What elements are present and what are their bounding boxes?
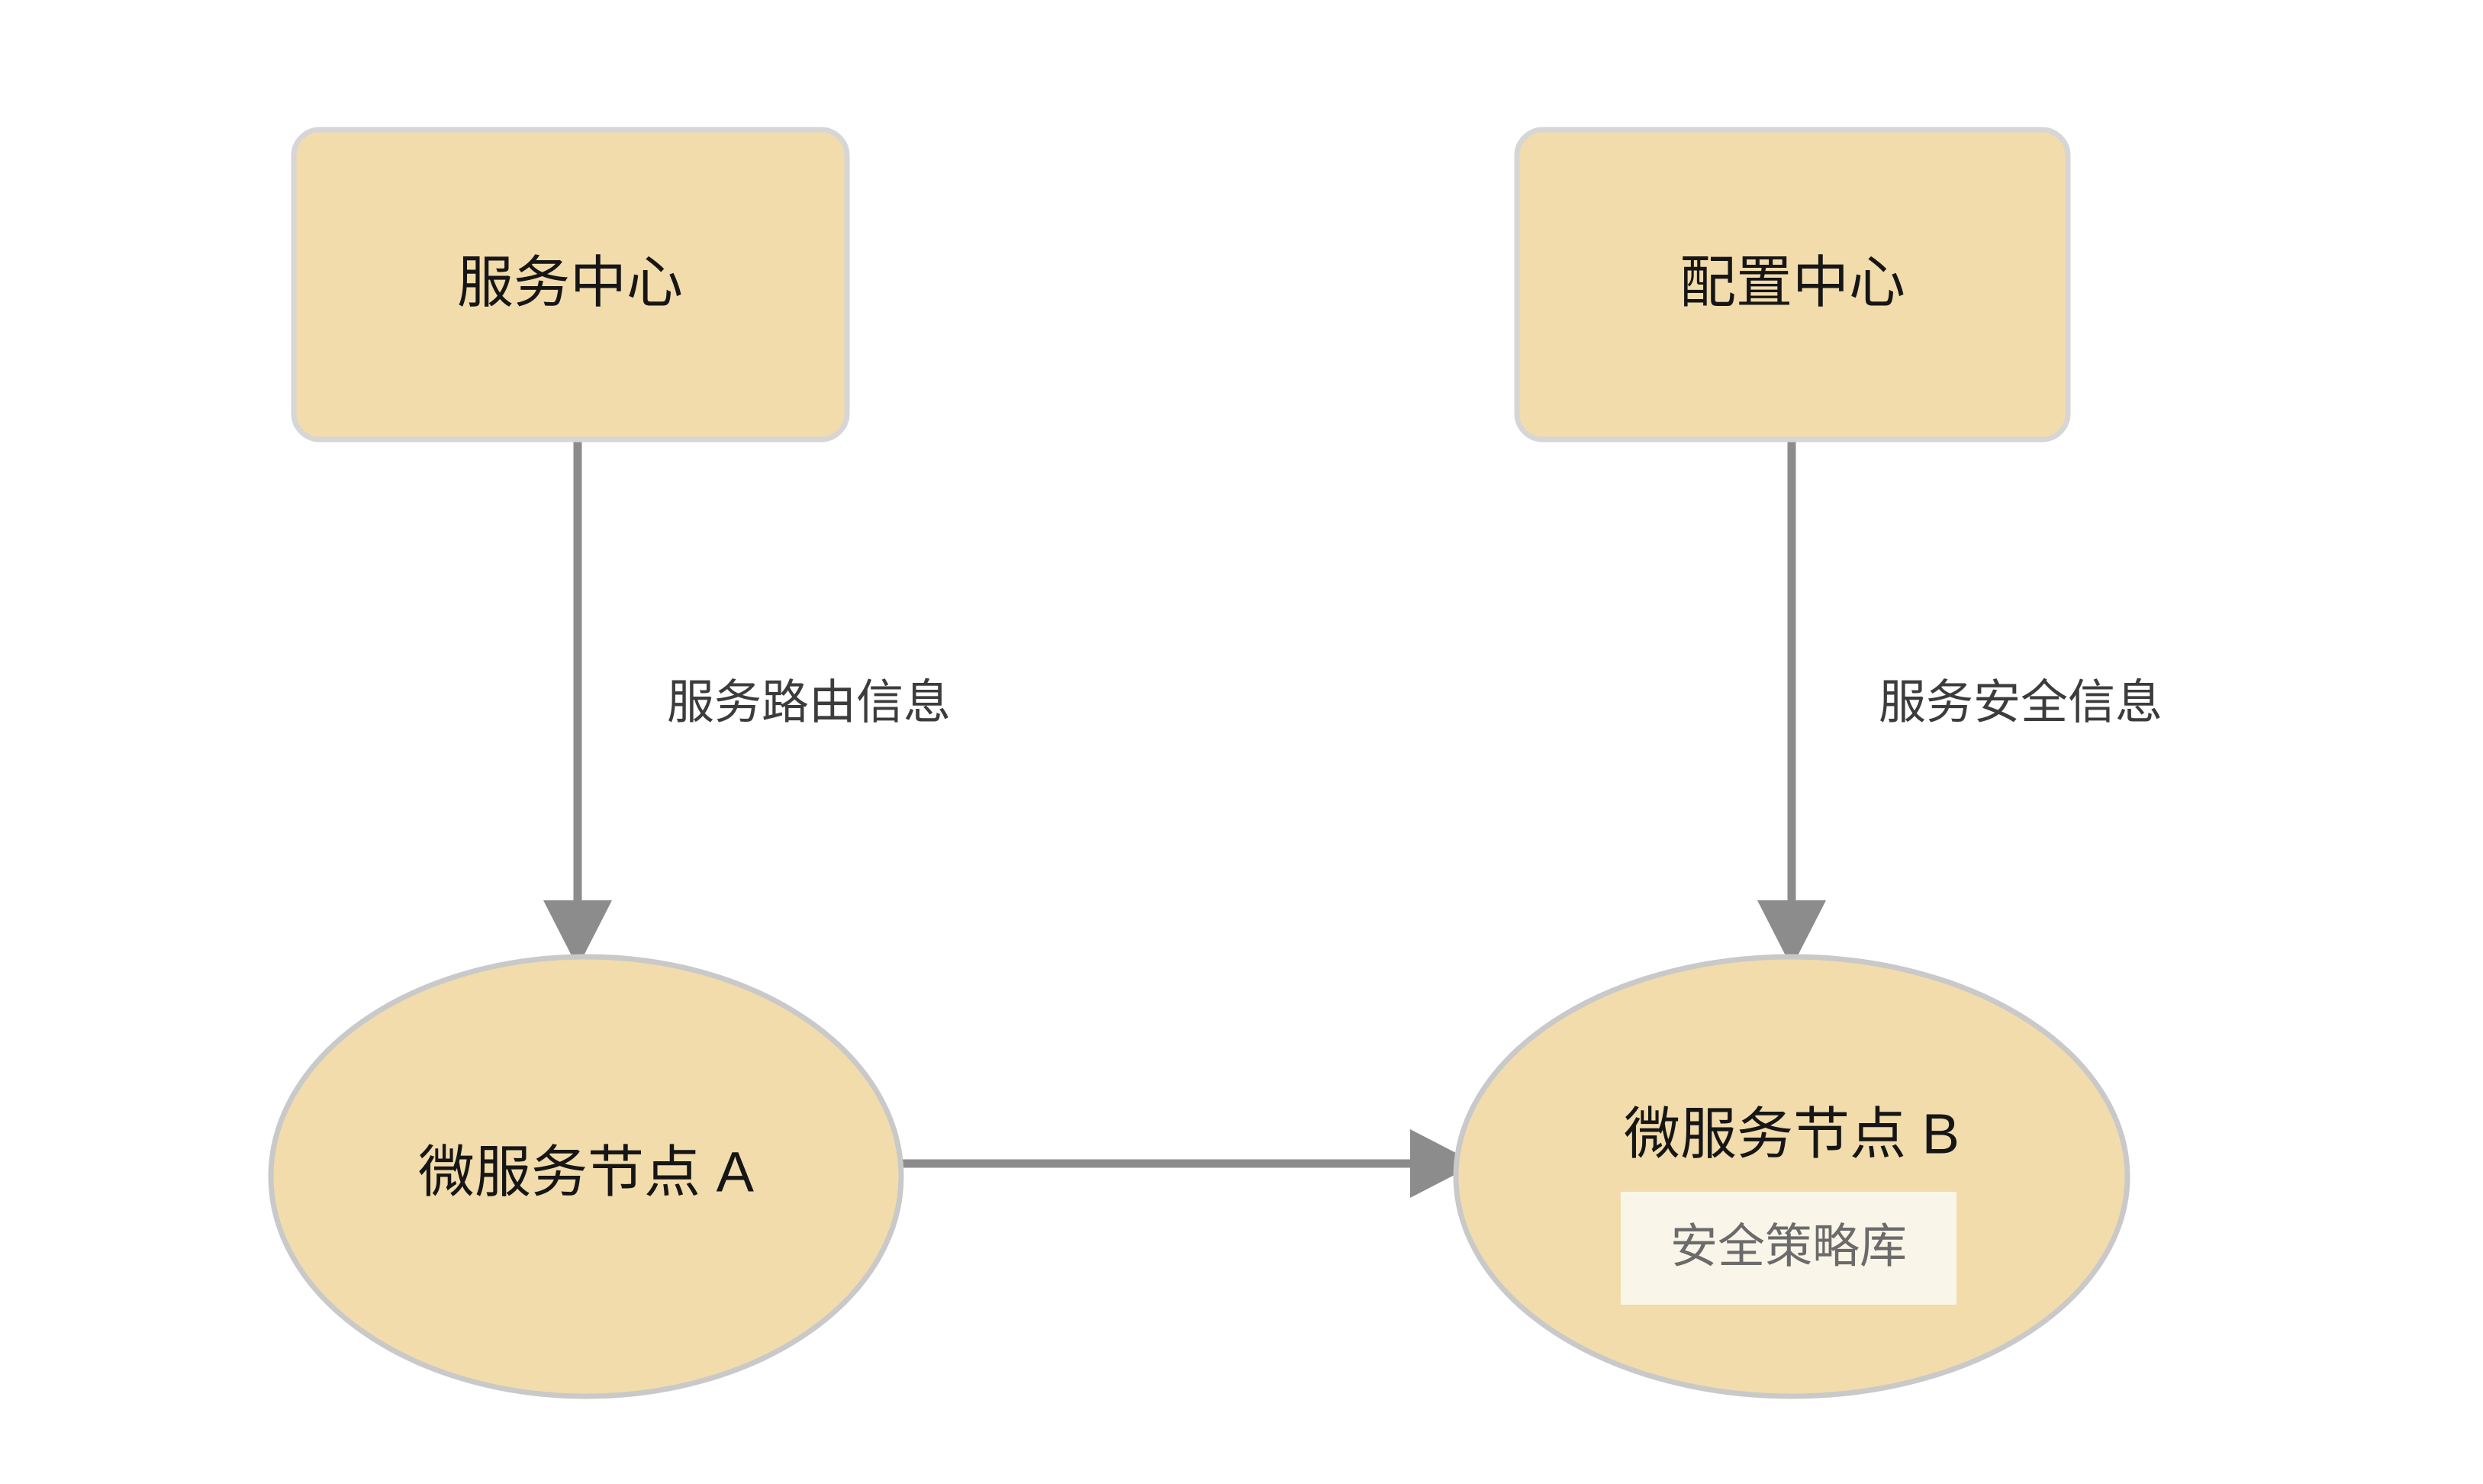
edge-registry-to-node-a-arrowhead bbox=[543, 900, 612, 967]
security-policy-badge-label: 安全策略库 bbox=[1670, 1220, 1907, 1273]
node-service-registry-shape bbox=[291, 127, 850, 443]
edge-node-a-to-node-b[interactable] bbox=[893, 1129, 1477, 1198]
edge-label-service-route-info: 服务路由信息 bbox=[667, 676, 951, 729]
node-config-center-label: 配置中心 bbox=[1679, 251, 1905, 314]
security-policy-badge[interactable]: 安全策略库 bbox=[1621, 1192, 1956, 1305]
node-service-registry-label: 服务中心 bbox=[457, 251, 683, 314]
node-microservice-a-label: 微服务节点 A bbox=[418, 1141, 755, 1204]
node-microservice-b-shape bbox=[1453, 954, 2130, 1399]
node-microservice-b-label: 微服务节点 B bbox=[1624, 1103, 1960, 1166]
node-service-registry[interactable]: 服务中心 bbox=[291, 127, 850, 443]
node-microservice-a-shape bbox=[268, 954, 904, 1399]
node-config-center[interactable]: 配置中心 bbox=[1514, 127, 2071, 443]
edge-registry-to-node-a[interactable] bbox=[543, 441, 612, 967]
node-microservice-b[interactable]: 微服务节点 B 安全策略库 bbox=[1453, 954, 2130, 1399]
node-config-center-shape bbox=[1514, 127, 2071, 443]
edge-node-a-to-node-b-arrowhead bbox=[1410, 1129, 1477, 1198]
node-microservice-a[interactable]: 微服务节点 A bbox=[268, 954, 904, 1399]
edge-config-to-node-b[interactable] bbox=[1757, 441, 1826, 967]
edge-label-service-security-info: 服务安全信息 bbox=[1879, 676, 2163, 729]
security-policy-badge-background bbox=[1621, 1192, 1956, 1305]
edge-config-to-node-b-arrowhead bbox=[1757, 900, 1826, 967]
